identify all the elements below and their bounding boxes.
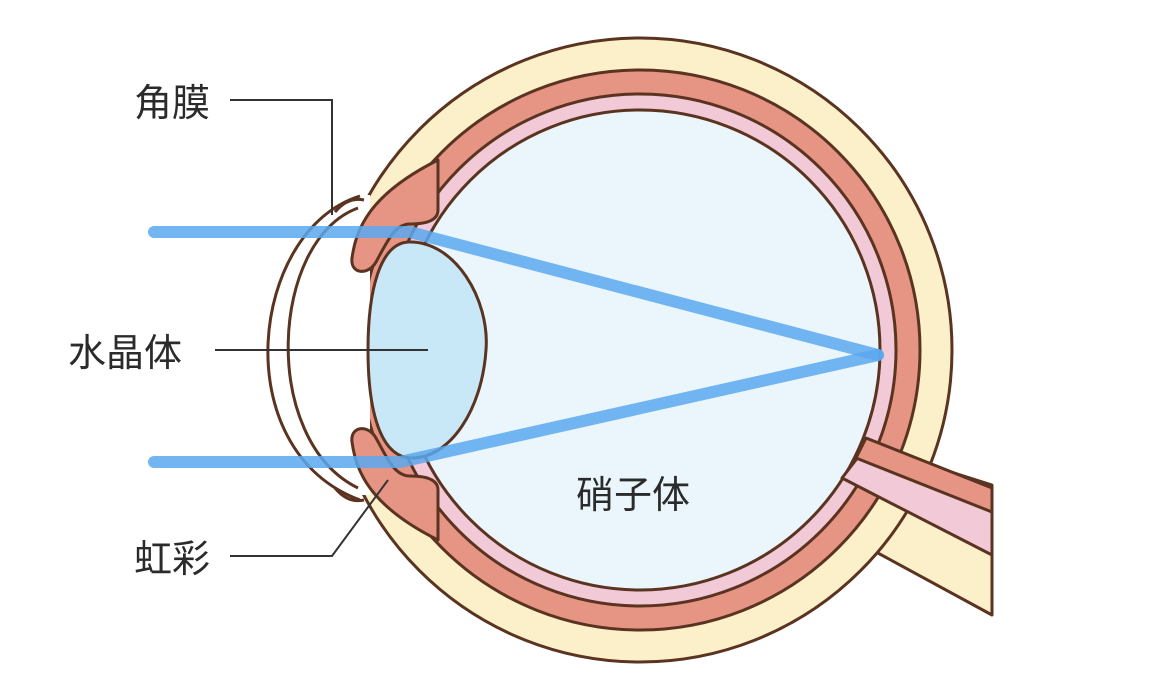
light-ray-lower (148, 349, 884, 468)
cornea (266, 194, 361, 502)
label-vitreous: 硝子体 (576, 473, 691, 517)
leader-lines (215, 99, 428, 557)
label-lens: 水晶体 (68, 331, 183, 375)
light-rays (148, 226, 884, 468)
cornea-inner-edge-lower (333, 487, 365, 503)
label-cornea: 角膜 (134, 81, 211, 125)
cornea-inner-edge (333, 197, 365, 213)
leader-line-cornea (230, 99, 333, 215)
iris-upper (350, 158, 440, 273)
light-ray-upper (148, 226, 884, 361)
optic-nerve-choroid-band (854, 436, 994, 514)
leader-line-iris (230, 479, 389, 557)
label-iris: 虹彩 (134, 537, 211, 581)
